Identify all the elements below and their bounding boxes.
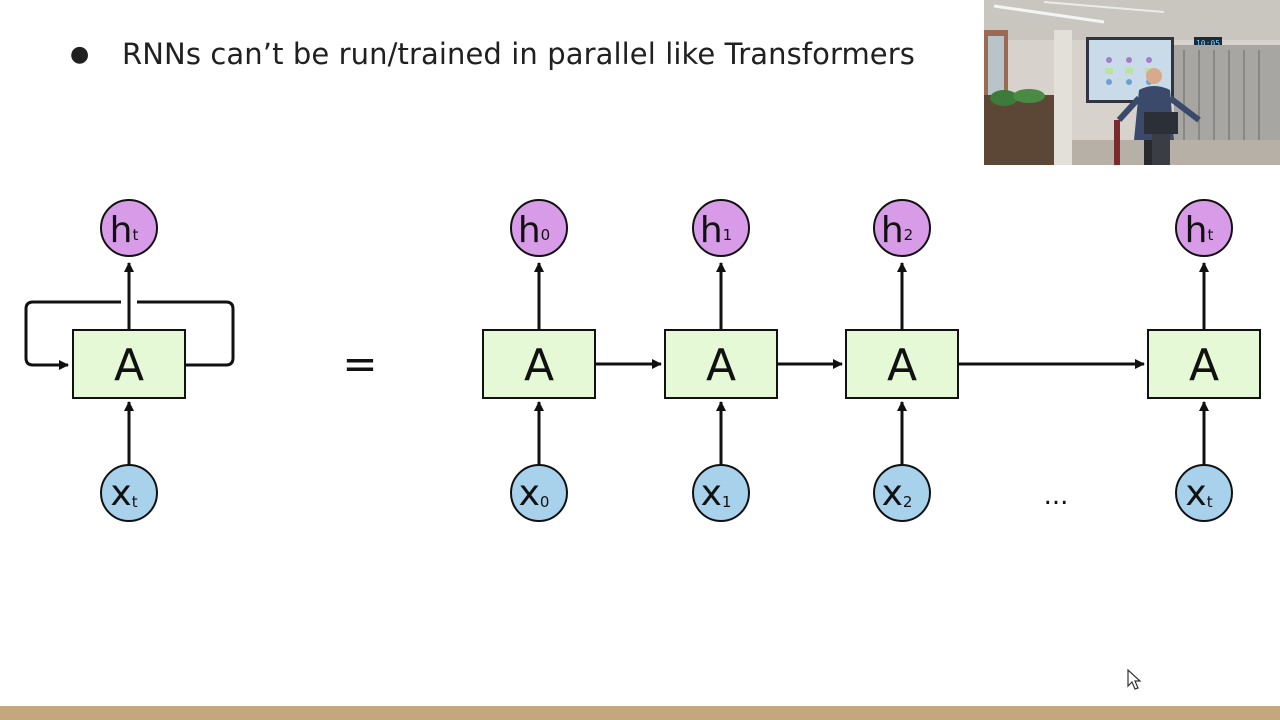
stept-input-label: xt xyxy=(1185,473,1212,514)
video-frame: 10:05 xyxy=(984,0,1280,165)
unrolled-step-t: A ht xt xyxy=(1147,199,1261,522)
step2-input-node xyxy=(873,464,931,522)
mouse-cursor-icon xyxy=(1127,669,1142,690)
rolled-cell-label: A xyxy=(114,340,144,391)
rolled-rnn: A ht xt xyxy=(24,199,235,522)
stept-cell-label: A xyxy=(1189,340,1219,391)
rolled-hidden-node xyxy=(100,199,158,257)
rolled-input-label: xt xyxy=(110,473,137,514)
bullet-point: ● RNNs can’t be run/trained in parallel … xyxy=(70,30,915,78)
step0-cell-box xyxy=(482,329,596,399)
rolled-input-node xyxy=(100,464,158,522)
step0-cell-label: A xyxy=(524,340,554,391)
step2-cell-label: A xyxy=(887,340,917,391)
step0-hidden-sub: 0 xyxy=(541,226,551,244)
recurrent-loop-arrow xyxy=(24,300,235,365)
step0-hidden-label: h0 xyxy=(518,210,550,251)
unrolled-step-1: A h1 x1 xyxy=(664,199,778,522)
rolled-hidden-label: ht xyxy=(110,210,139,251)
video-clock-readout: 10:05 xyxy=(1196,39,1220,48)
ellipsis: ... xyxy=(1044,481,1069,511)
stept-input-sub: t xyxy=(1207,493,1213,511)
step2-input-label: x2 xyxy=(882,473,913,514)
equals-sign: = xyxy=(342,339,377,388)
rolled-cell-box xyxy=(72,329,186,399)
step0-input-node xyxy=(510,464,568,522)
stept-hidden-node xyxy=(1175,199,1233,257)
step1-cell-label: A xyxy=(706,340,736,391)
step2-hidden-label: h2 xyxy=(881,210,913,251)
step0-hidden-node xyxy=(510,199,568,257)
step1-hidden-label: h1 xyxy=(700,210,732,251)
step0-input-sub: 0 xyxy=(540,493,550,511)
step0-input-label: x0 xyxy=(519,473,550,514)
step2-input-sub: 2 xyxy=(903,493,913,511)
step1-input-node xyxy=(692,464,750,522)
rolled-hidden-sub: t xyxy=(132,226,138,244)
slide-bottom-bar xyxy=(0,706,1280,720)
unrolled-rnn: A h0 x0 A h1 x1 A xyxy=(482,199,1261,522)
step2-cell-box xyxy=(845,329,959,399)
step1-input-sub: 1 xyxy=(722,493,732,511)
step1-hidden-node xyxy=(692,199,750,257)
stept-cell-box xyxy=(1147,329,1261,399)
step1-cell-box xyxy=(664,329,778,399)
step2-hidden-sub: 2 xyxy=(904,226,914,244)
stept-input-node xyxy=(1175,464,1233,522)
bullet-text: RNNs can’t be run/trained in parallel li… xyxy=(122,37,915,71)
step1-input-label: x1 xyxy=(701,473,732,514)
step1-hidden-sub: 1 xyxy=(723,226,733,244)
step2-hidden-node xyxy=(873,199,931,257)
unrolled-step-0: A h0 x0 xyxy=(482,199,596,522)
bullet-dot-icon: ● xyxy=(70,41,90,67)
stept-hidden-label: ht xyxy=(1185,210,1214,251)
unrolled-step-2: A h2 x2 xyxy=(845,199,959,522)
rolled-input-sub: t xyxy=(132,493,138,511)
presenter-video-feed: 10:05 xyxy=(984,0,1280,165)
stept-hidden-sub: t xyxy=(1207,226,1213,244)
